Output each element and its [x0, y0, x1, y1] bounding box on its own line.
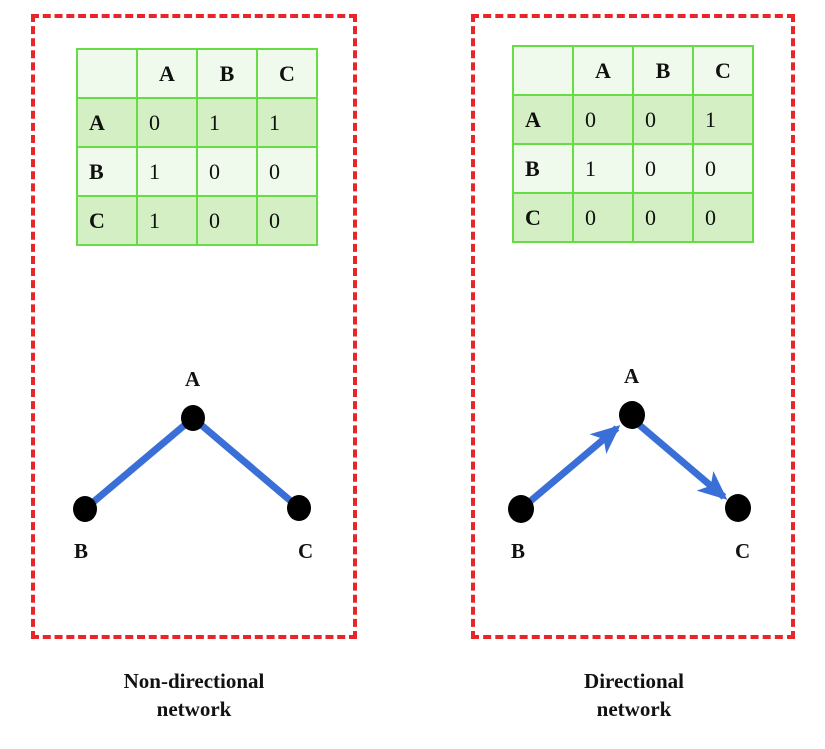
matrix-row-header-c: C	[512, 192, 574, 243]
caption-line-2: network	[156, 696, 232, 721]
node-label-a: A	[185, 367, 201, 391]
edge-a-c	[189, 414, 303, 512]
node-c	[725, 494, 751, 522]
edge-b-a	[81, 414, 197, 513]
edge-b-to-a	[518, 425, 621, 512]
matrix-row-header-a: A	[76, 97, 138, 148]
matrix-row-header-a: A	[512, 94, 574, 145]
node-a	[181, 405, 205, 431]
matrix-cell-ac: 1	[256, 97, 318, 148]
network-graph-directional: A B C	[470, 355, 800, 570]
matrix-col-header-b: B	[632, 45, 694, 96]
node-label-b: B	[511, 539, 526, 563]
matrix-cell-aa: 0	[572, 94, 634, 145]
matrix-cell-cb: 0	[632, 192, 694, 243]
caption-directional: Directional network	[471, 668, 797, 723]
matrix-row-header-b: B	[76, 146, 138, 197]
matrix-cell-cc: 0	[256, 195, 318, 246]
matrix-cell-ab: 0	[632, 94, 694, 145]
caption-line-1: Non-directional	[123, 669, 265, 693]
node-b	[73, 496, 97, 522]
matrix-col-header-b: B	[196, 48, 258, 99]
matrix-cell-bb: 0	[632, 143, 694, 194]
matrix-row: A 0 0 1	[512, 94, 754, 145]
matrix-row-header-b: B	[512, 143, 574, 194]
panel-directional	[471, 14, 795, 639]
matrix-cell-bc: 0	[256, 146, 318, 197]
matrix-col-header-c: C	[256, 48, 318, 99]
node-a	[619, 401, 645, 429]
matrix-cell-ba: 1	[136, 146, 198, 197]
matrix-col-header-c: C	[692, 45, 754, 96]
adjacency-matrix-directional: A B C A 0 0 1 B 1 0 0 C 0 0 0	[512, 45, 754, 243]
node-label-c: C	[735, 539, 751, 563]
node-b	[508, 495, 534, 523]
matrix-cell-bc: 0	[692, 143, 754, 194]
matrix-header-row: A B C	[512, 45, 754, 96]
panel-non-directional	[31, 14, 357, 639]
caption-non-directional: Non-directional network	[31, 668, 357, 723]
adjacency-matrix-non-directional: A B C A 0 1 1 B 1 0 0 C 1 0 0	[76, 48, 318, 246]
matrix-row-header-c: C	[76, 195, 138, 246]
matrix-row: B 1 0 0	[76, 146, 318, 197]
matrix-corner-cell	[76, 48, 138, 99]
matrix-cell-ca: 1	[136, 195, 198, 246]
matrix-cell-aa: 0	[136, 97, 198, 148]
matrix-cell-cb: 0	[196, 195, 258, 246]
node-label-c: C	[298, 539, 314, 563]
matrix-cell-bb: 0	[196, 146, 258, 197]
edge-a-to-c	[634, 420, 728, 500]
matrix-row: C 0 0 0	[512, 192, 754, 243]
matrix-row: A 0 1 1	[76, 97, 318, 148]
matrix-cell-ca: 0	[572, 192, 634, 243]
caption-line-1: Directional	[584, 669, 684, 693]
matrix-corner-cell	[512, 45, 574, 96]
node-c	[287, 495, 311, 521]
matrix-row: C 1 0 0	[76, 195, 318, 246]
matrix-col-header-a: A	[572, 45, 634, 96]
matrix-cell-ab: 1	[196, 97, 258, 148]
node-label-a: A	[624, 364, 640, 388]
matrix-col-header-a: A	[136, 48, 198, 99]
node-label-b: B	[74, 539, 89, 563]
matrix-header-row: A B C	[76, 48, 318, 99]
matrix-cell-ac: 1	[692, 94, 754, 145]
caption-line-2: network	[596, 696, 672, 721]
matrix-cell-ba: 1	[572, 143, 634, 194]
matrix-cell-cc: 0	[692, 192, 754, 243]
matrix-row: B 1 0 0	[512, 143, 754, 194]
network-graph-non-directional: A B C	[30, 355, 360, 570]
